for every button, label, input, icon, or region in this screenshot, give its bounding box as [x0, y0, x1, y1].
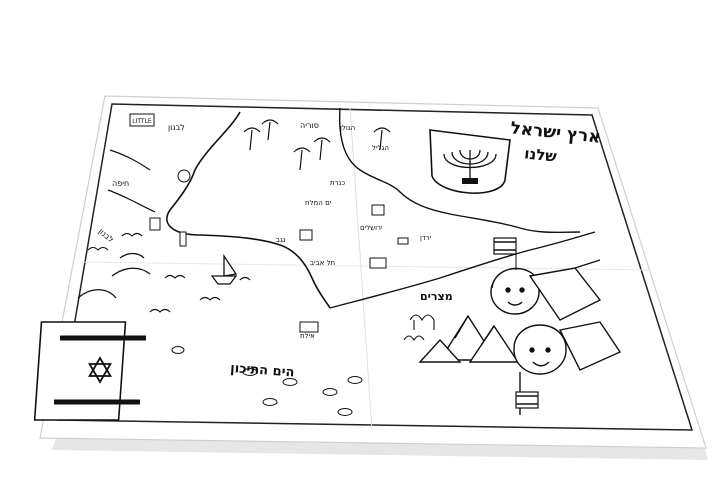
brand-logo: LITTLE: [129, 113, 155, 127]
seagull-icons: [77, 252, 151, 299]
palm-tree-icons: [243, 119, 391, 171]
landmark-icons: [149, 169, 409, 333]
fold-line-h: [79, 261, 651, 271]
label-negev: נגב: [276, 236, 286, 244]
sailboat-icon: [210, 253, 238, 285]
pyramids-icon: [418, 314, 520, 363]
label-north-right: סוריה: [300, 121, 319, 130]
label-haifa: חיפה: [112, 179, 129, 188]
label-dead-sea: ים המלח: [305, 199, 332, 207]
egypt-border: [329, 231, 596, 309]
label-galilee: הגליל: [372, 144, 389, 152]
label-eilat: אילת: [300, 332, 315, 340]
label-tel-aviv: תל אביב: [310, 259, 335, 267]
logo-text: LITTLE: [132, 118, 152, 125]
menorah-emblem-icon: [429, 129, 511, 194]
fish-icons: [171, 346, 363, 416]
label-north-left: לבנון: [168, 123, 185, 132]
flag-small-bottom: [515, 391, 539, 409]
label-jerusalem: ירושלים: [360, 224, 383, 232]
label-golan: הגולן: [340, 124, 355, 132]
label-egypt: מצרים: [420, 290, 453, 303]
sheet-border: [57, 103, 694, 431]
coastline: [166, 111, 331, 309]
fold-line-v: [349, 107, 373, 431]
page-title-line2: שלנו: [523, 144, 558, 165]
kid-bottom: [513, 321, 622, 415]
camel-icons: [403, 314, 435, 342]
kid-top: [490, 259, 602, 321]
star-of-david-icon: [88, 356, 112, 384]
sea-waves: [87, 232, 251, 313]
label-jordan: ירדן: [420, 234, 432, 242]
lebanon-border: [107, 149, 156, 213]
flag-left: [33, 321, 146, 421]
flag-small-top: [493, 237, 517, 270]
label-sea: הים התיכון: [230, 361, 295, 380]
label-kinneret: כנרת: [330, 179, 345, 187]
eastern-border: [338, 107, 581, 234]
